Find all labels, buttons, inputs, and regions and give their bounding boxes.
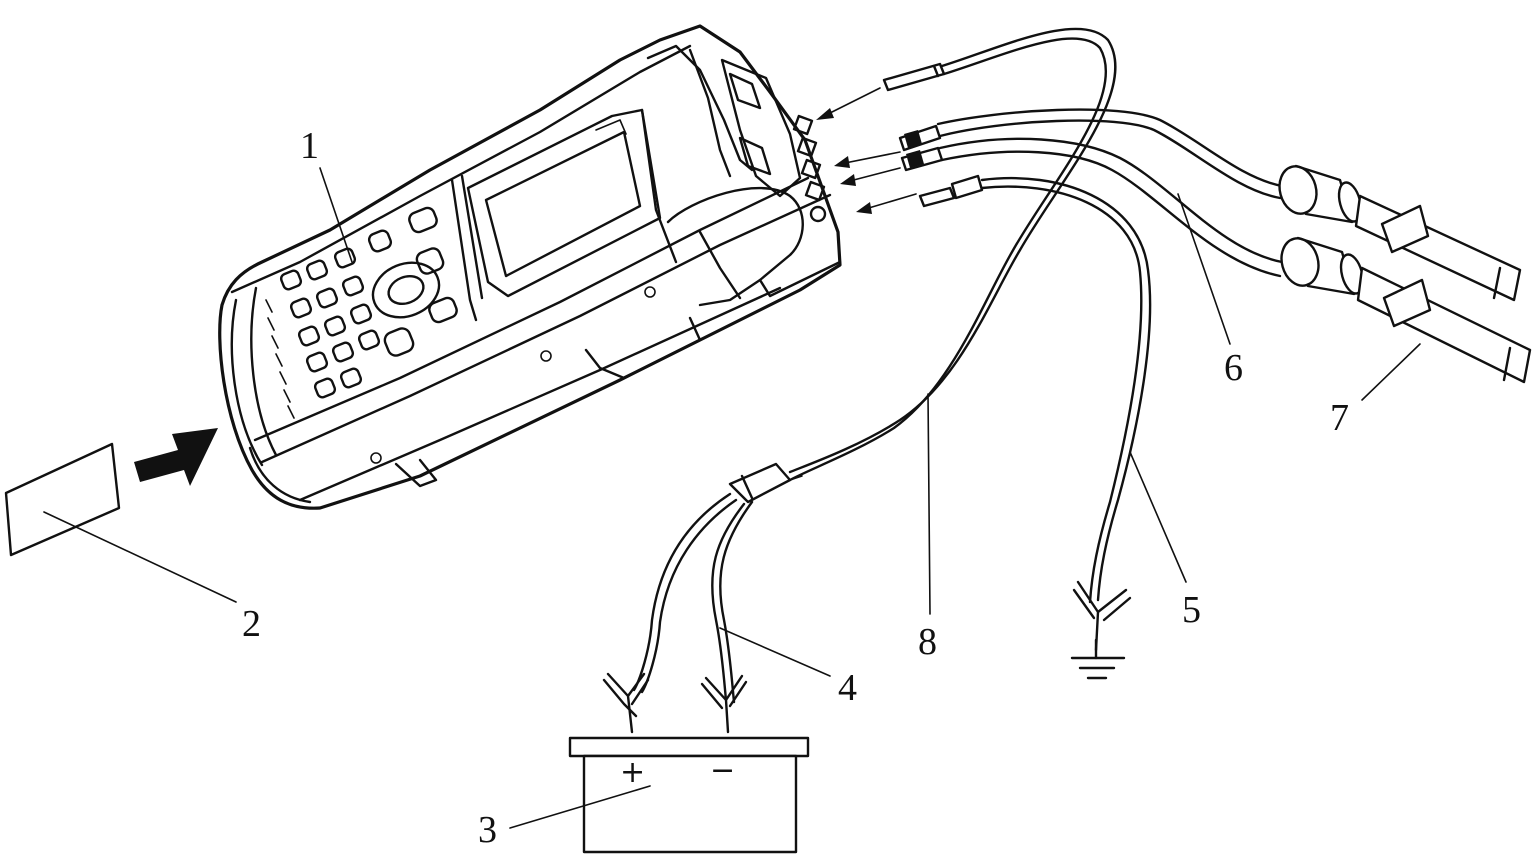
memory-card	[4, 442, 121, 557]
callout-5: 5	[1182, 589, 1201, 631]
ground-symbol-icon	[1070, 638, 1126, 680]
battery-clip-cable	[602, 492, 754, 734]
leader-5	[1129, 451, 1187, 583]
connection-arrow-icon	[816, 87, 917, 214]
scan-tool	[218, 24, 842, 510]
leader-3	[509, 785, 651, 829]
callout-8: 8	[918, 621, 937, 663]
callout-6: 6	[1224, 347, 1243, 389]
insert-arrow-icon	[134, 428, 218, 486]
battery-negative-label: −	[710, 753, 735, 788]
keypad	[265, 206, 458, 419]
test-probes	[1278, 164, 1532, 384]
power-cable	[728, 27, 1117, 504]
leader-6	[1177, 193, 1231, 345]
leader-1	[319, 167, 353, 263]
callout-4: 4	[838, 667, 857, 709]
battery-positive-label: +	[620, 755, 645, 790]
ground-cable	[918, 174, 1152, 652]
callout-7: 7	[1330, 397, 1349, 439]
probe-leads	[898, 108, 1284, 278]
callout-2: 2	[242, 603, 261, 645]
leader-7	[1361, 343, 1421, 401]
leader-2	[43, 511, 237, 603]
leader-4	[719, 627, 831, 677]
callout-3: 3	[478, 809, 497, 851]
leader-lines	[43, 167, 1421, 829]
battery	[568, 736, 810, 854]
leader-8	[927, 393, 931, 615]
callout-1: 1	[300, 125, 319, 167]
